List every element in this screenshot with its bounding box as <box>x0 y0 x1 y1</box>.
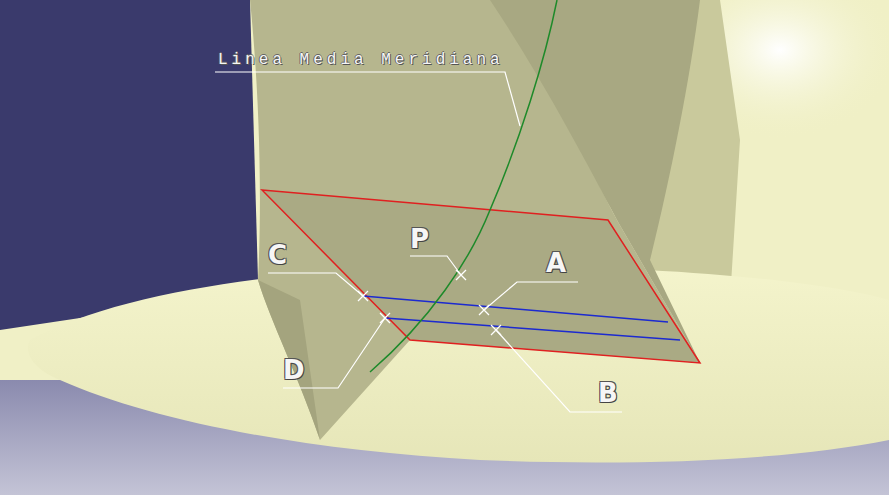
label-holder: Linea Media Meridiana <box>218 50 504 69</box>
blade-shadow <box>258 280 320 440</box>
line-label: Linea Media Meridiana <box>218 51 504 69</box>
section-line <box>363 296 668 322</box>
dark-background <box>0 0 258 330</box>
point-label: B <box>598 378 618 408</box>
label-holder: P <box>410 224 429 254</box>
leader-lines <box>215 72 622 412</box>
section-outline <box>262 190 700 363</box>
label-holder: C <box>268 240 287 270</box>
label-holder: A <box>546 248 566 278</box>
point-label: C <box>268 240 287 270</box>
label-holder: B <box>598 378 618 408</box>
point-label: D <box>283 355 305 385</box>
label-holder: D <box>283 355 305 385</box>
section-line <box>385 318 680 340</box>
point-label: A <box>546 248 566 278</box>
point-label: P <box>410 224 429 254</box>
